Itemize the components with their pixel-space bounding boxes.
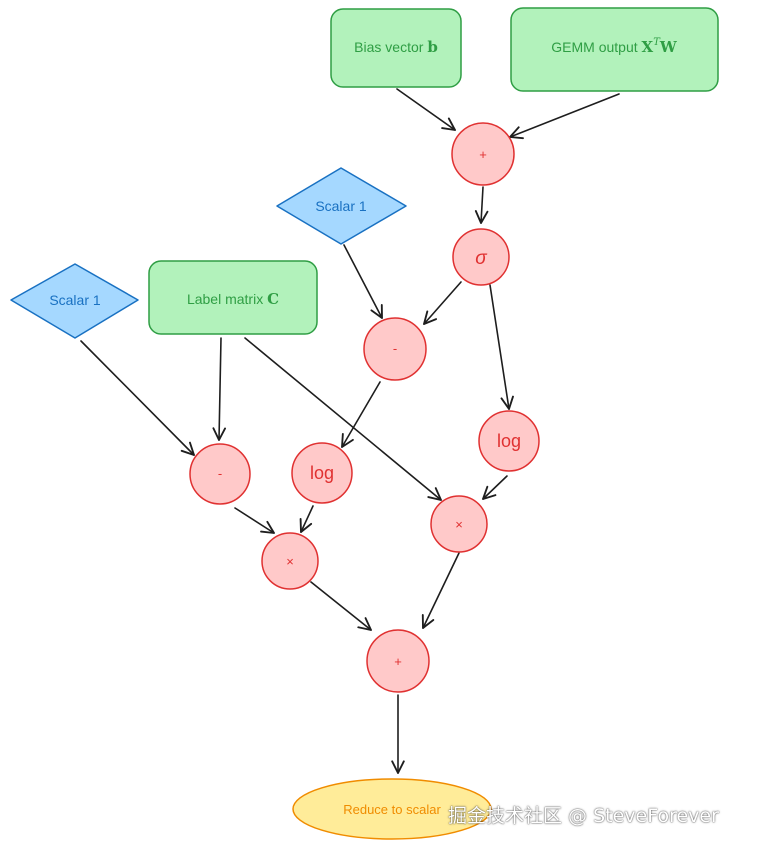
sigmoid-node: σ (452, 228, 510, 286)
label-matrix-label: Label matrix (187, 291, 267, 307)
watermark-text: 掘金技术社区 @ SteveForever (448, 805, 719, 827)
gemm-label: GEMM output (551, 39, 641, 55)
svg-text:Label matrix C: Label matrix C (187, 290, 279, 308)
edge-sigmoid-to-log (489, 284, 514, 410)
edge-minus-left-to-mul-left (234, 507, 275, 534)
minus-middle-node: - (363, 317, 427, 381)
edges (80, 88, 620, 774)
scalar-left-node: Scalar 1 (10, 263, 139, 339)
bias-label: Bias vector (354, 39, 427, 55)
edge-sigmoid-to-minus (423, 281, 462, 325)
add-top-label: + (479, 147, 487, 162)
edge-gemm-to-add (509, 93, 620, 140)
edge-log-to-mul-right (482, 475, 508, 500)
bias-vector-node: Bias vector b (330, 8, 462, 88)
scalar-left-label: Scalar 1 (49, 292, 101, 308)
log-right-label: log (497, 431, 521, 451)
add-bottom-label: + (394, 654, 402, 669)
gemm-math-sup: T (653, 37, 661, 48)
edge-log-to-mul-left (299, 505, 314, 533)
bias-math: b (427, 38, 438, 56)
mul-left-label: × (286, 554, 294, 569)
log-right-node: log (478, 410, 540, 472)
edge-scalar-a-to-minus (343, 244, 383, 319)
sigmoid-label: σ (475, 248, 488, 269)
minus-left-node: - (189, 443, 251, 505)
gemm-output-node: GEMM output XTW (510, 7, 719, 92)
mul-right-node: × (430, 495, 488, 553)
mul-left-node: × (261, 532, 319, 590)
add-bottom-node: + (366, 629, 430, 693)
gemm-math-x: X (642, 38, 654, 56)
minus-left-label: - (218, 466, 222, 481)
edge-mul-left-to-add (310, 581, 372, 631)
scalar-upper-node: Scalar 1 (276, 167, 407, 245)
edge-label-to-minus-left (212, 337, 226, 441)
svg-text:Bias vector b: Bias vector b (354, 38, 438, 56)
gemm-math-w: W (659, 38, 678, 56)
reduce-label: Reduce to scalar (343, 802, 441, 817)
edge-bias-to-add (396, 88, 456, 131)
edge-label-to-mul-right (244, 337, 442, 501)
reduce-to-scalar-node: Reduce to scalar (292, 778, 492, 840)
edge-add-to-sigmoid (474, 186, 489, 224)
mul-right-label: × (455, 517, 463, 532)
label-matrix-math: C (267, 290, 279, 308)
svg-text:GEMM output XTW: GEMM output XTW (551, 37, 678, 56)
minus-middle-label: - (393, 341, 397, 356)
scalar-upper-label: Scalar 1 (315, 198, 367, 214)
edge-scalar-b-to-minus-left (80, 340, 195, 456)
edge-minus-to-log (341, 381, 381, 448)
log-middle-node: log (291, 442, 353, 504)
log-middle-label: log (310, 463, 334, 483)
label-matrix-node: Label matrix C (148, 260, 318, 335)
add-top-node: + (451, 122, 515, 186)
edge-mul-right-to-add (421, 552, 460, 629)
